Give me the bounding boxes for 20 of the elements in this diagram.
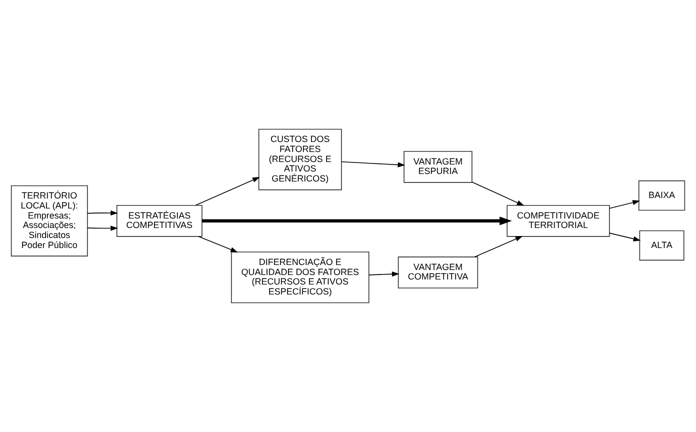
node-box: TERRITÓRIO LOCAL (APL): Empresas; Associações; Sindicatos Poder Público [10, 185, 88, 256]
arrow [472, 182, 524, 206]
arrow [87, 210, 118, 216]
arrow [202, 216, 512, 226]
node-box: VANTAGEM ESPURIA [404, 150, 472, 183]
node-box: ALTA [639, 230, 684, 261]
arrow [474, 236, 523, 258]
arrow [609, 200, 640, 209]
arrow [609, 232, 641, 242]
node-box: ESTRATÉGIAS COMPETITIVAS [116, 204, 202, 237]
node-box: VANTAGEM COMPETITIVA [398, 256, 478, 288]
arrow [195, 176, 260, 206]
arrow [87, 226, 118, 231]
node-box: CUSTOS DOS FATORES (RECURSOS E ATIVOS GENÉRICOS) [258, 128, 342, 190]
node-box: BAIXA [638, 180, 686, 211]
arrow [368, 272, 400, 277]
arrow [341, 161, 406, 168]
node-box: COMPETITIVIDADE TERRITORIAL [506, 204, 610, 237]
arrow [198, 236, 238, 252]
node-box: DIFERENCIAÇÃO E QUALIDADE DOS FATORES (RECURSOS E ATIVOS ESPECÍFICOS) [231, 252, 370, 304]
